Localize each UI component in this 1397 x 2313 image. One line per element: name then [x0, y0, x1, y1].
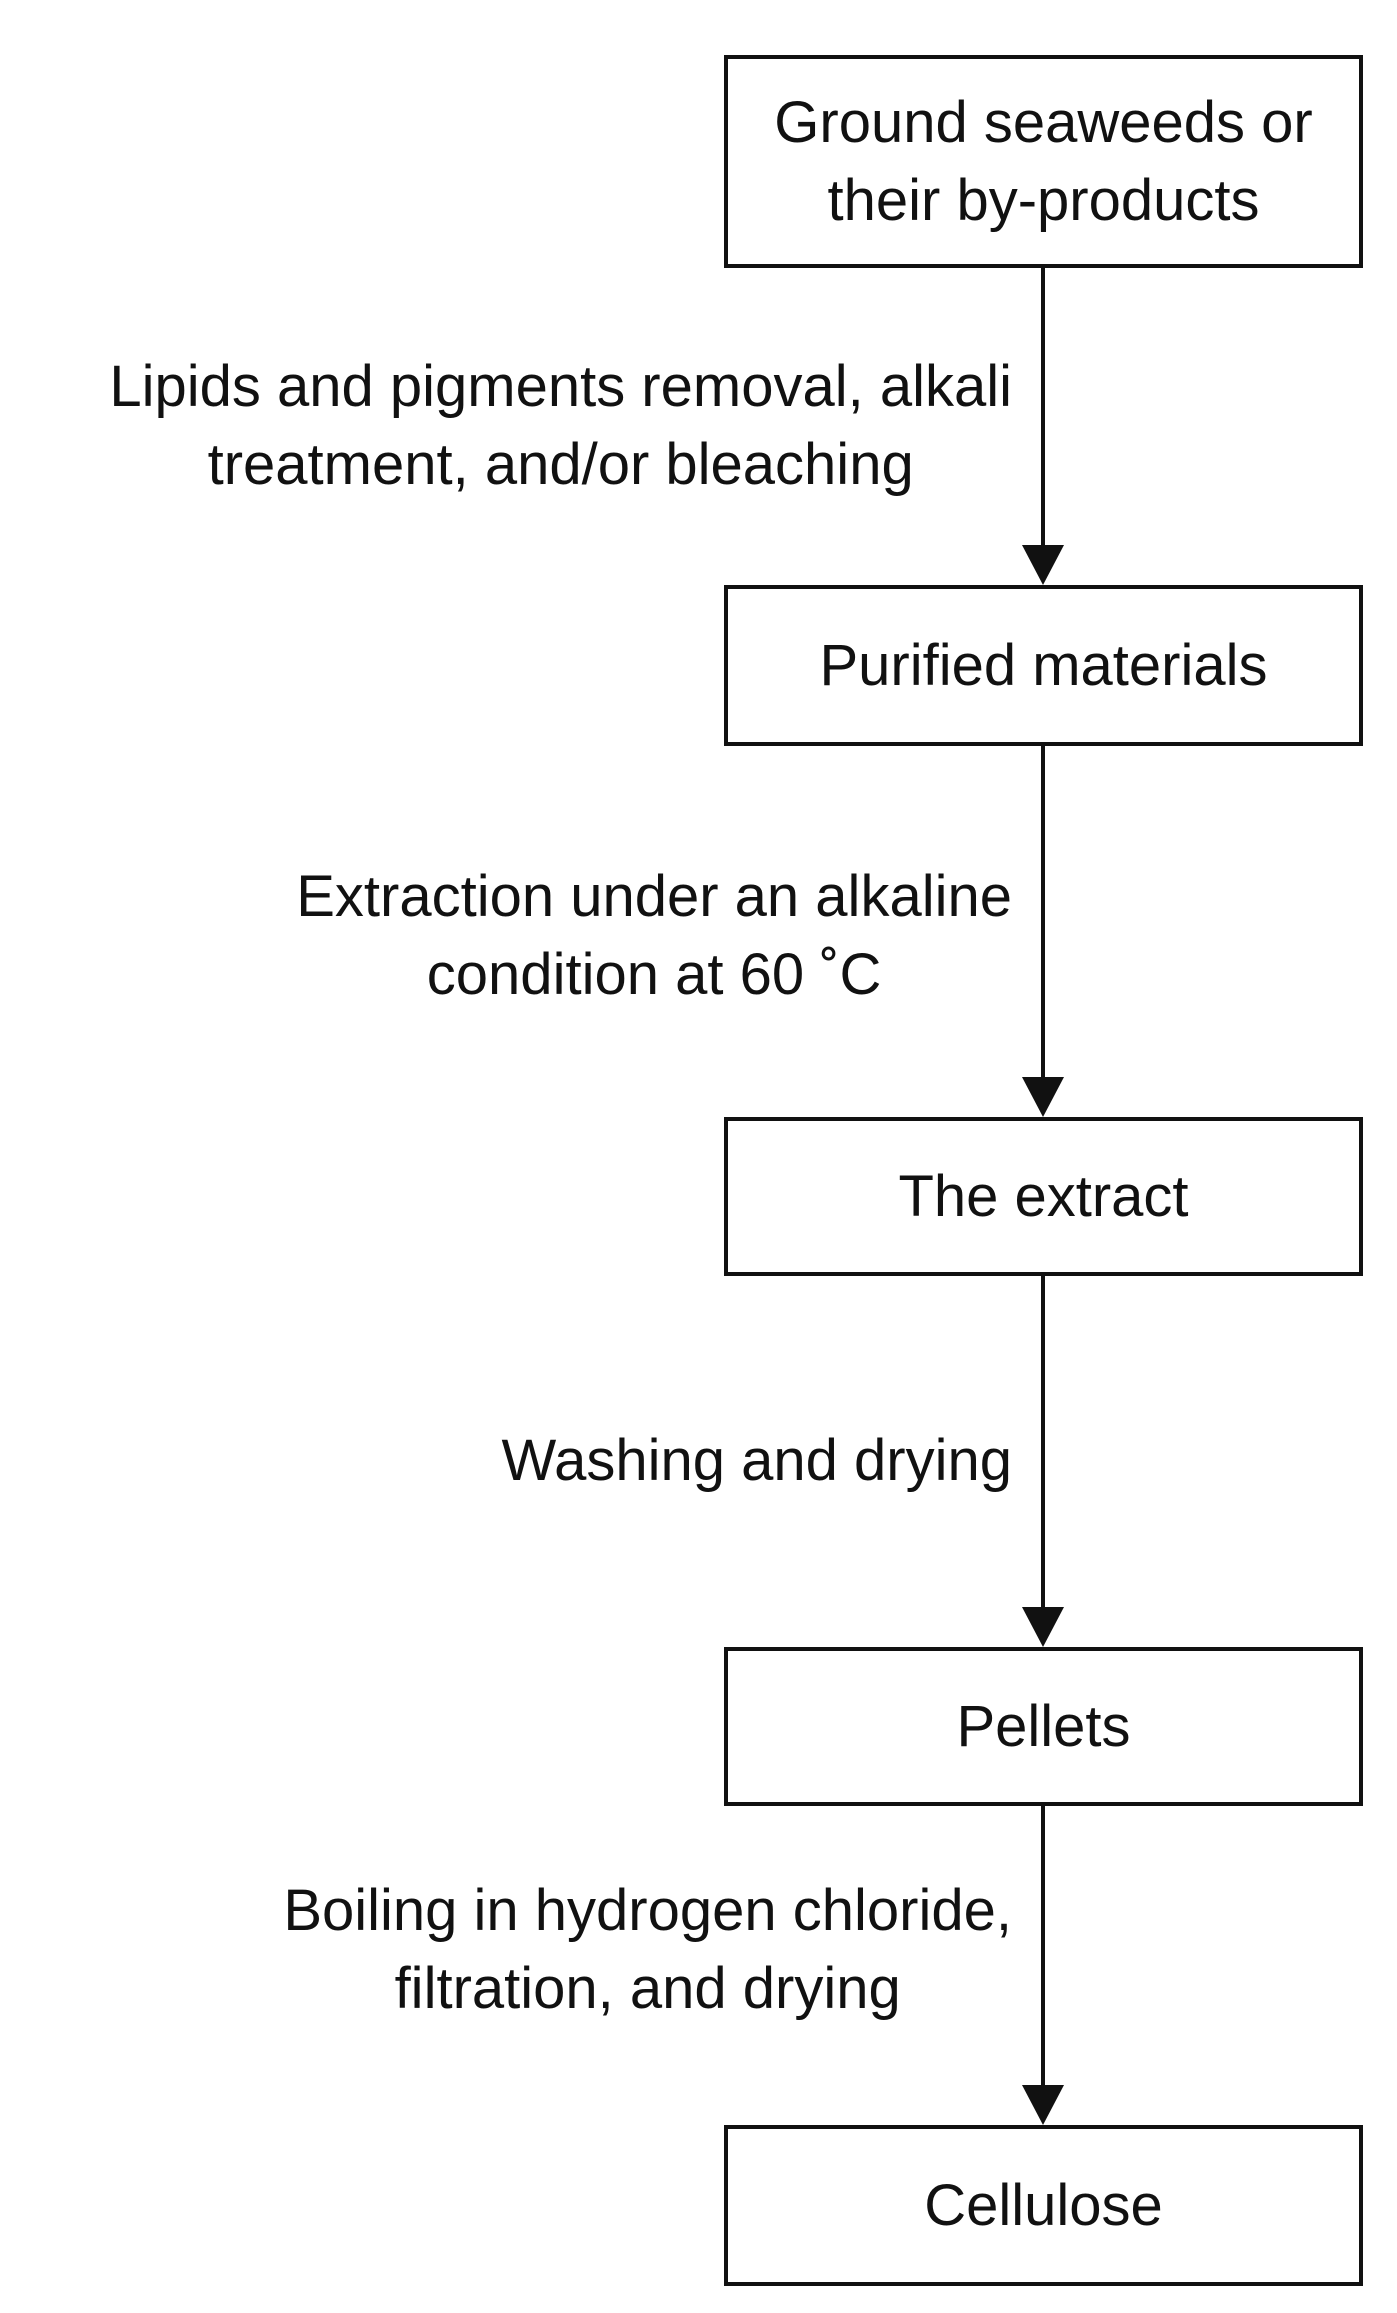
step-label-1-line-2: treatment, and/or bleaching: [207, 432, 914, 497]
step-label-4-line-1: Boiling in hydrogen chloride,: [283, 1878, 1012, 1943]
node-cellulose-label: Cellulose: [924, 2172, 1163, 2238]
step-label-2-line-2: condition at 60 ˚C: [426, 942, 882, 1007]
node-the-extract-label: The extract: [898, 1163, 1189, 1229]
arrowhead-1: [1022, 545, 1064, 585]
node-purified-materials-label: Purified materials: [819, 632, 1268, 698]
step-label-2: Extraction under an alkaline condition a…: [296, 858, 1012, 1014]
arrowhead-4: [1022, 2085, 1064, 2125]
node-the-extract: The extract: [724, 1117, 1363, 1276]
step-label-4: Boiling in hydrogen chloride, filtration…: [283, 1872, 1012, 2028]
node-ground-seaweeds-line-1: Ground seaweeds or: [774, 89, 1313, 155]
node-pellets: Pellets: [724, 1647, 1363, 1806]
node-ground-seaweeds-line-2: their by-products: [827, 167, 1260, 233]
arrowhead-2: [1022, 1077, 1064, 1117]
node-purified-materials: Purified materials: [724, 585, 1363, 746]
node-ground-seaweeds: Ground seaweeds or their by-products: [724, 55, 1363, 268]
step-label-1: Lipids and pigments removal, alkali trea…: [109, 348, 1012, 504]
step-label-3-line-1: Washing and drying: [501, 1428, 1012, 1493]
step-label-4-line-2: filtration, and drying: [394, 1956, 901, 2021]
step-label-3: Washing and drying: [502, 1422, 1012, 1500]
step-label-2-line-1: Extraction under an alkaline: [296, 864, 1012, 929]
node-pellets-label: Pellets: [956, 1693, 1131, 1759]
step-label-1-line-1: Lipids and pigments removal, alkali: [109, 354, 1012, 419]
node-cellulose: Cellulose: [724, 2125, 1363, 2286]
arrowhead-3: [1022, 1607, 1064, 1647]
